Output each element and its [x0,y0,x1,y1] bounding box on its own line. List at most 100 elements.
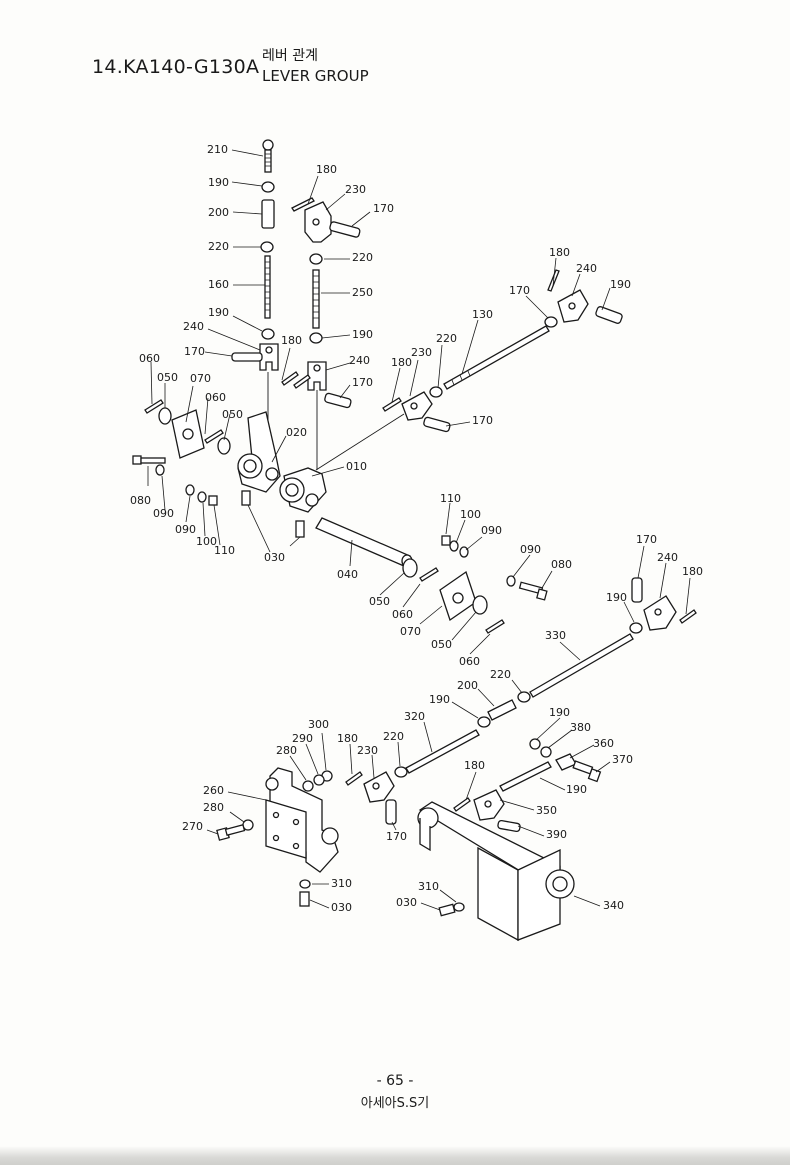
callout-220: 220 [436,332,457,345]
cotter-060-mid-b [485,619,505,634]
callout-220: 220 [352,251,373,264]
callout-190: 190 [352,328,373,341]
callout-390: 390 [546,828,567,841]
rod-190-lr [499,761,552,792]
cotter-pin-180-top [291,197,315,212]
callout-280: 280 [203,801,224,814]
callout-190: 190 [208,306,229,319]
callout-370: 370 [612,753,633,766]
pin-170-lower [385,799,397,825]
washer-100-mid [449,540,459,552]
nut-190-lower-right [629,622,643,634]
callout-190: 190 [549,706,570,719]
callout-290: 290 [292,732,313,745]
callout-170: 170 [352,376,373,389]
clevis-240-lower-right [643,595,677,631]
callout-180: 180 [464,759,485,772]
scan-edge [0,1146,790,1165]
cotter-pin-180-lower-right [679,609,697,624]
callout-360: 360 [593,737,614,750]
washer-090-left-b [185,484,195,496]
cotter-060-mid [419,567,439,582]
callout-160: 160 [208,278,229,291]
callout-310: 310 [331,877,352,890]
callout-240: 240 [576,262,597,275]
washer-310-right [453,902,465,912]
callout-220: 220 [208,240,229,253]
nut-110-mid [441,535,451,546]
washer-090-mid [459,546,469,558]
callout-090: 090 [175,523,196,536]
nut-190-lr [529,738,541,750]
pin-170-mid [324,392,352,409]
threaded-rod-250 [312,269,320,329]
sleeve-200 [261,199,275,229]
callout-180: 180 [682,565,703,578]
washer-280-upper [302,780,314,792]
callout-190: 190 [606,591,627,604]
cotter-060-left [144,399,164,414]
callout-170: 170 [472,414,493,427]
callout-100: 100 [196,535,217,548]
sleeve-200-lower [487,699,517,721]
callout-060: 060 [459,655,480,668]
callout-190: 170 [509,284,530,297]
clevis-240-right [557,289,589,323]
group-title-english: LEVER GROUP [262,67,369,85]
nut-220-right [429,386,443,398]
callout-220: 220 [383,730,404,743]
callout-170: 170 [373,202,394,215]
pin-170-left [231,352,263,362]
page-number: - 65 - [376,1073,414,1089]
washer-050-mid [402,558,418,578]
eye-bolt-210 [262,139,274,173]
rod-330 [529,633,634,698]
callout-050: 050 [157,371,178,384]
callout-310: 310 [418,880,439,893]
nut-220-lower-b [394,766,408,778]
shaft-040 [315,517,413,568]
lever-010 [279,467,327,513]
callout-labels: 210 190 200 220 160 190 240 170 060 050 … [130,143,703,914]
threaded-rod-160 [264,255,271,319]
bolt-080-left [132,455,166,465]
callout-300: 300 [308,718,329,731]
callout-060: 060 [392,608,413,621]
clevis-230-lower [363,771,395,803]
callout-190: 190 [208,176,229,189]
washer-090-left [155,464,165,476]
frame-340 [417,801,575,942]
washer-050-mid-b [472,595,488,615]
callout-320: 320 [404,710,425,723]
callout-090: 090 [481,524,502,537]
callout-240: 240 [657,551,678,564]
callout-040: 040 [337,568,358,581]
callout-210: 210 [207,143,228,156]
callout-340: 340 [603,899,624,912]
callout-110: 110 [440,492,461,505]
plate-070-right [439,570,477,622]
callout-270: 270 [182,820,203,833]
nut-220-mid [309,253,323,265]
callout-180: 180 [281,334,302,347]
washer-050-left [158,407,172,425]
callout-200: 200 [457,679,478,692]
grease-nipple-030-bottom [299,891,310,907]
callout-180: 180 [316,163,337,176]
grease-nipple-030-right [438,903,456,917]
nut-110-left [208,495,218,506]
callout-350: 350 [536,804,557,817]
callout-330: 330 [545,629,566,642]
pin-170-right [595,306,623,324]
cotter-pin-180-right-b [382,397,402,412]
callout-180: 180 [391,356,412,369]
callout-020: 020 [286,426,307,439]
lever-020 [237,411,281,493]
bolt-080-mid [518,581,548,601]
callout-010: 010 [346,460,367,473]
pin-170-right-b [423,416,451,433]
clevis-230-top [304,201,332,243]
callout-190: 190 [566,783,587,796]
pin-170-lower-right [631,577,643,603]
callout-090: 090 [520,543,541,556]
